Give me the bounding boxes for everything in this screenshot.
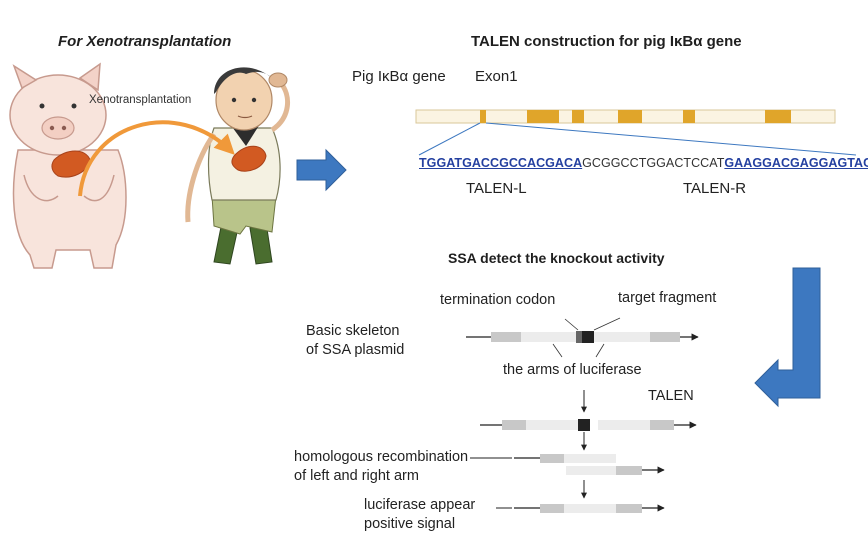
right-arm-block <box>650 332 680 342</box>
right-title: TALEN construction for pig IκBα gene <box>471 33 742 50</box>
ssa-construct-recombination <box>514 454 665 475</box>
homologous-label-line2: of left and right arm <box>294 468 419 484</box>
homologous-label-line1: homologous recombination <box>294 449 469 465</box>
left-arm-block <box>491 332 521 342</box>
target-sequence: TGGATGACCGCCACGACAGCGGCCTGGACTCCATGAAGGA… <box>419 156 868 170</box>
ssa-construct-cleaved <box>480 419 697 431</box>
pig-illustration <box>9 62 127 269</box>
exon-5-block <box>683 110 695 123</box>
termination-codon-label: termination codon <box>440 292 556 308</box>
xenotransplantation-label: Xenotransplantation <box>89 94 192 106</box>
talen-l-label: TALEN-L <box>466 180 527 197</box>
homologous-recombination-label: homologous recombination of left and righ… <box>294 448 468 486</box>
luciferase-signal-label: luciferase appear positive signal <box>364 496 475 534</box>
exon-6-block <box>765 110 791 123</box>
talen-label: TALEN <box>648 388 694 404</box>
luciferase-label-line2: positive signal <box>364 516 456 532</box>
ssa-construct-skeleton <box>466 317 699 358</box>
talen-right-binding-site: GAAGGACGAGGAGTACGA <box>724 156 868 170</box>
left-title: For Xenotransplantation <box>58 33 232 50</box>
ssa-construct-restored <box>514 504 665 513</box>
skeleton-label-line1: Basic skeleton <box>306 323 400 339</box>
spacer-sequence: GCGGCCTGGACTCCAT <box>582 156 725 170</box>
exon-4-block <box>618 110 642 123</box>
gene-label: Pig IκBα gene <box>352 68 446 85</box>
zoom-line-right <box>485 122 857 156</box>
stop-codon-block <box>576 331 582 343</box>
zoom-line-left <box>418 122 481 156</box>
target-fragment-label: target fragment <box>618 290 717 306</box>
exon-2-block <box>527 110 559 123</box>
talen-r-label: TALEN-R <box>683 180 747 197</box>
blue-turn-arrow <box>754 267 821 408</box>
luciferase-arms-label: the arms of luciferase <box>503 362 642 378</box>
exon-label: Exon1 <box>475 68 518 85</box>
blue-right-arrow <box>296 148 347 192</box>
luciferase-label-line1: luciferase appear <box>364 497 476 513</box>
gene-map <box>415 109 857 156</box>
xenotransplant-arrow <box>78 120 235 197</box>
skeleton-label-line2: of SSA plasmid <box>306 342 405 358</box>
talen-left-binding-site: TGGATGACCGCCACGACA <box>419 156 583 170</box>
exon-3-block <box>572 110 584 123</box>
ssa-title: SSA detect the knockout activity <box>448 250 665 266</box>
skeleton-label: Basic skeleton of SSA plasmid <box>306 322 404 360</box>
exon-1-block <box>480 110 486 123</box>
